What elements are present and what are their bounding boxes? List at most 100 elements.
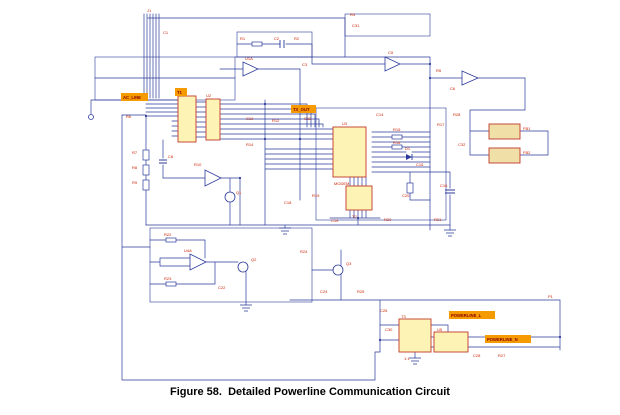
ic-block-u3 (332, 126, 367, 178)
part-label: C1 (163, 30, 169, 35)
part-label: U4A (184, 248, 192, 253)
transistor-symbols (88, 114, 344, 276)
net-label-text: T1 (177, 90, 183, 95)
part-label: C19 (331, 218, 339, 223)
part-label: C3 (302, 62, 308, 67)
part-label: C10 (246, 116, 254, 121)
part-label: R9 (132, 180, 138, 185)
transistor-icon (332, 264, 344, 276)
ic-block-t3 (398, 318, 432, 353)
part-label: C20 (402, 193, 410, 198)
part-label: P1 (548, 294, 554, 299)
part-label: R22 (164, 232, 172, 237)
part-label: C28 (473, 353, 481, 358)
net-label: POWERLINE_N (485, 335, 531, 343)
part-label: U5 (437, 327, 443, 332)
net-label-text: POWERLINE_L (451, 313, 482, 318)
ferrite-block-fb1 (488, 123, 521, 140)
part-label: R12 (272, 118, 280, 123)
net-label-text: AC_LINE (123, 95, 141, 100)
part-label: C12 (304, 116, 312, 121)
ic-block-t1 (177, 95, 197, 143)
junction-dots (144, 62, 562, 342)
part-label: C14 (376, 112, 384, 117)
part-label: R28 (453, 112, 461, 117)
part-label: R25 (357, 289, 365, 294)
net-label: T1 (175, 88, 187, 96)
figure-caption: Figure 58. Detailed Powerline Communicat… (170, 386, 450, 398)
wires-ic4-rail (145, 176, 451, 231)
part-label: R15 (393, 127, 401, 132)
part-label: R19 (312, 193, 320, 198)
part-label: C32 (458, 142, 466, 147)
part-label: R7 (132, 150, 138, 155)
part-label: Q3 (346, 261, 352, 266)
part-label: J1 (147, 8, 152, 13)
opamp-icon (384, 56, 401, 72)
net-label: TX_OUT (291, 105, 316, 113)
diode-symbol (406, 154, 413, 160)
part-label: C26 (380, 308, 388, 313)
part-label: Q2 (251, 257, 257, 262)
part-label: R1 (240, 36, 246, 41)
net-label: AC_LINE (121, 93, 148, 101)
part-label: R20 (384, 217, 392, 222)
part-label: R14 (246, 142, 254, 147)
opamp-icon (204, 169, 222, 187)
part-label: C5 (388, 50, 394, 55)
opamp-icon (461, 70, 479, 86)
wires-ic3-right (371, 131, 451, 226)
part-label: R17 (437, 122, 445, 127)
part-label: R21 (434, 217, 442, 222)
part-label: T3 (401, 314, 406, 319)
transistor-icon (237, 261, 249, 273)
part-labels: J1 C1 R1 C2 R2 U1A C3 R3 C5 R5 C6 R6 R7 … (126, 8, 554, 361)
net-labels: AC_LINE T1 TX_OUT POWERLINE_L POWERLINE_… (121, 88, 531, 343)
part-label: 1:1 (404, 356, 410, 361)
part-label: U1A (245, 56, 253, 61)
part-label: R16 (393, 140, 401, 145)
part-label: R5 (436, 68, 442, 73)
ic-block-t2 (345, 185, 373, 211)
ground-symbols (240, 227, 456, 365)
part-label: D1 (405, 146, 411, 151)
part-label: C31 (352, 23, 360, 28)
part-label: FB2 (523, 150, 531, 155)
part-label: C22 (218, 285, 226, 290)
part-label: C18 (284, 200, 292, 205)
part-label: R10 (194, 162, 202, 167)
part-label: R2 (294, 36, 300, 41)
part-label: R8 (132, 165, 138, 170)
part-label: C2 (274, 36, 280, 41)
connector-icon (88, 114, 94, 120)
part-label: U3 (342, 121, 348, 126)
part-label: C15 (416, 162, 424, 167)
part-label: U2 (206, 93, 212, 98)
part-label: Q1 (236, 190, 242, 195)
part-label: R27 (498, 353, 506, 358)
opamp-icon (242, 61, 259, 77)
wires-lowerleft (149, 239, 247, 306)
opamp-symbols (189, 56, 479, 271)
part-label: R3 (350, 12, 356, 17)
part-label: C8 (168, 154, 174, 159)
part-label: R24 (300, 249, 308, 254)
part-label: MODEM (334, 181, 349, 186)
ic-blocks (177, 95, 521, 353)
part-label: C24 (320, 289, 328, 294)
resistor-symbols (142, 41, 414, 287)
ic-block-u2 (205, 98, 221, 141)
wires-center-bus (195, 68, 334, 226)
net-label: POWERLINE_L (449, 311, 495, 319)
wires-top-rails (94, 17, 549, 231)
part-label: FB1 (523, 126, 531, 131)
capacitor-symbols (159, 40, 455, 194)
part-label: T2 (352, 214, 357, 219)
ic-block-u5 (433, 331, 469, 353)
net-label-text: POWERLINE_N (487, 337, 518, 342)
part-label: C16 (440, 183, 448, 188)
part-label: C30 (385, 327, 393, 332)
transistor-icon (224, 191, 236, 203)
